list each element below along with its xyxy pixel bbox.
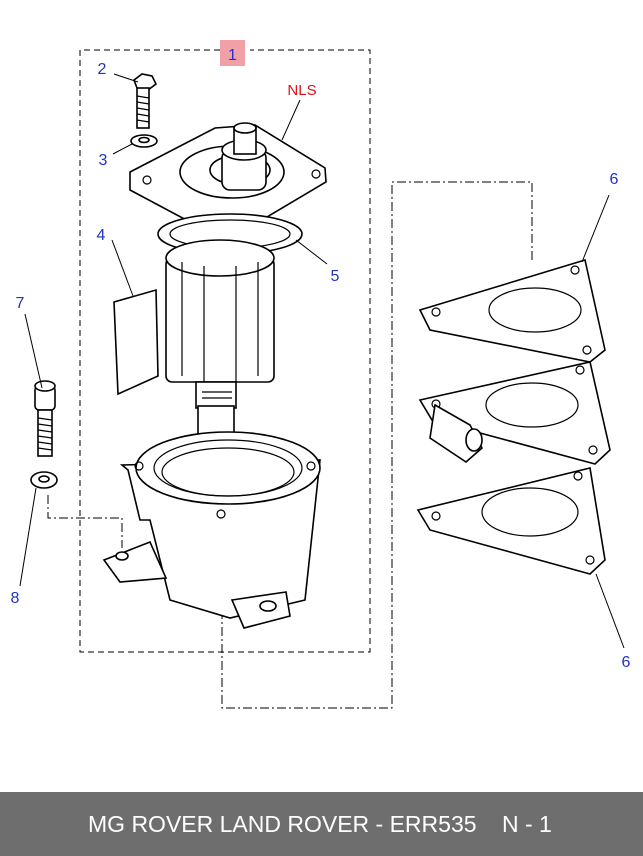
leader-lines <box>19 73 625 649</box>
callout-3: 3 <box>99 152 108 169</box>
callout-7: 7 <box>16 295 25 312</box>
footer-bar: MG ROVER LAND ROVER - ERR535 N - 1 <box>0 792 643 856</box>
mounting-gasket-bottom <box>416 467 606 575</box>
spring-washer-part <box>30 471 58 489</box>
callout-5: 5 <box>331 268 340 285</box>
cap-screw-part <box>34 380 56 457</box>
callout-4: 4 <box>97 227 106 244</box>
assembly-boundary <box>79 49 371 653</box>
callout-6-top: 6 <box>610 171 619 188</box>
callout-8: 8 <box>11 590 20 607</box>
item-1-badge: 1 <box>220 40 245 66</box>
callout-6-bottom: 6 <box>622 654 631 671</box>
mounting-gasket-top <box>418 258 606 363</box>
washer-part <box>130 134 158 148</box>
end-cover-part <box>129 122 327 234</box>
housing-part <box>102 431 321 629</box>
brush-part <box>113 288 159 396</box>
parts-diagram: 1 <box>11 40 631 709</box>
callout-1: 1 <box>228 47 237 64</box>
alignment-lines <box>47 181 533 709</box>
mounting-gasket-middle <box>418 361 611 465</box>
callout-2: 2 <box>98 61 107 78</box>
bolt-part <box>133 73 158 129</box>
callout-nls: NLS <box>287 82 316 99</box>
armature-part <box>165 239 275 463</box>
footer-page-number: N - 1 <box>502 811 552 837</box>
footer-title: MG ROVER LAND ROVER - ERR535 <box>88 811 477 837</box>
